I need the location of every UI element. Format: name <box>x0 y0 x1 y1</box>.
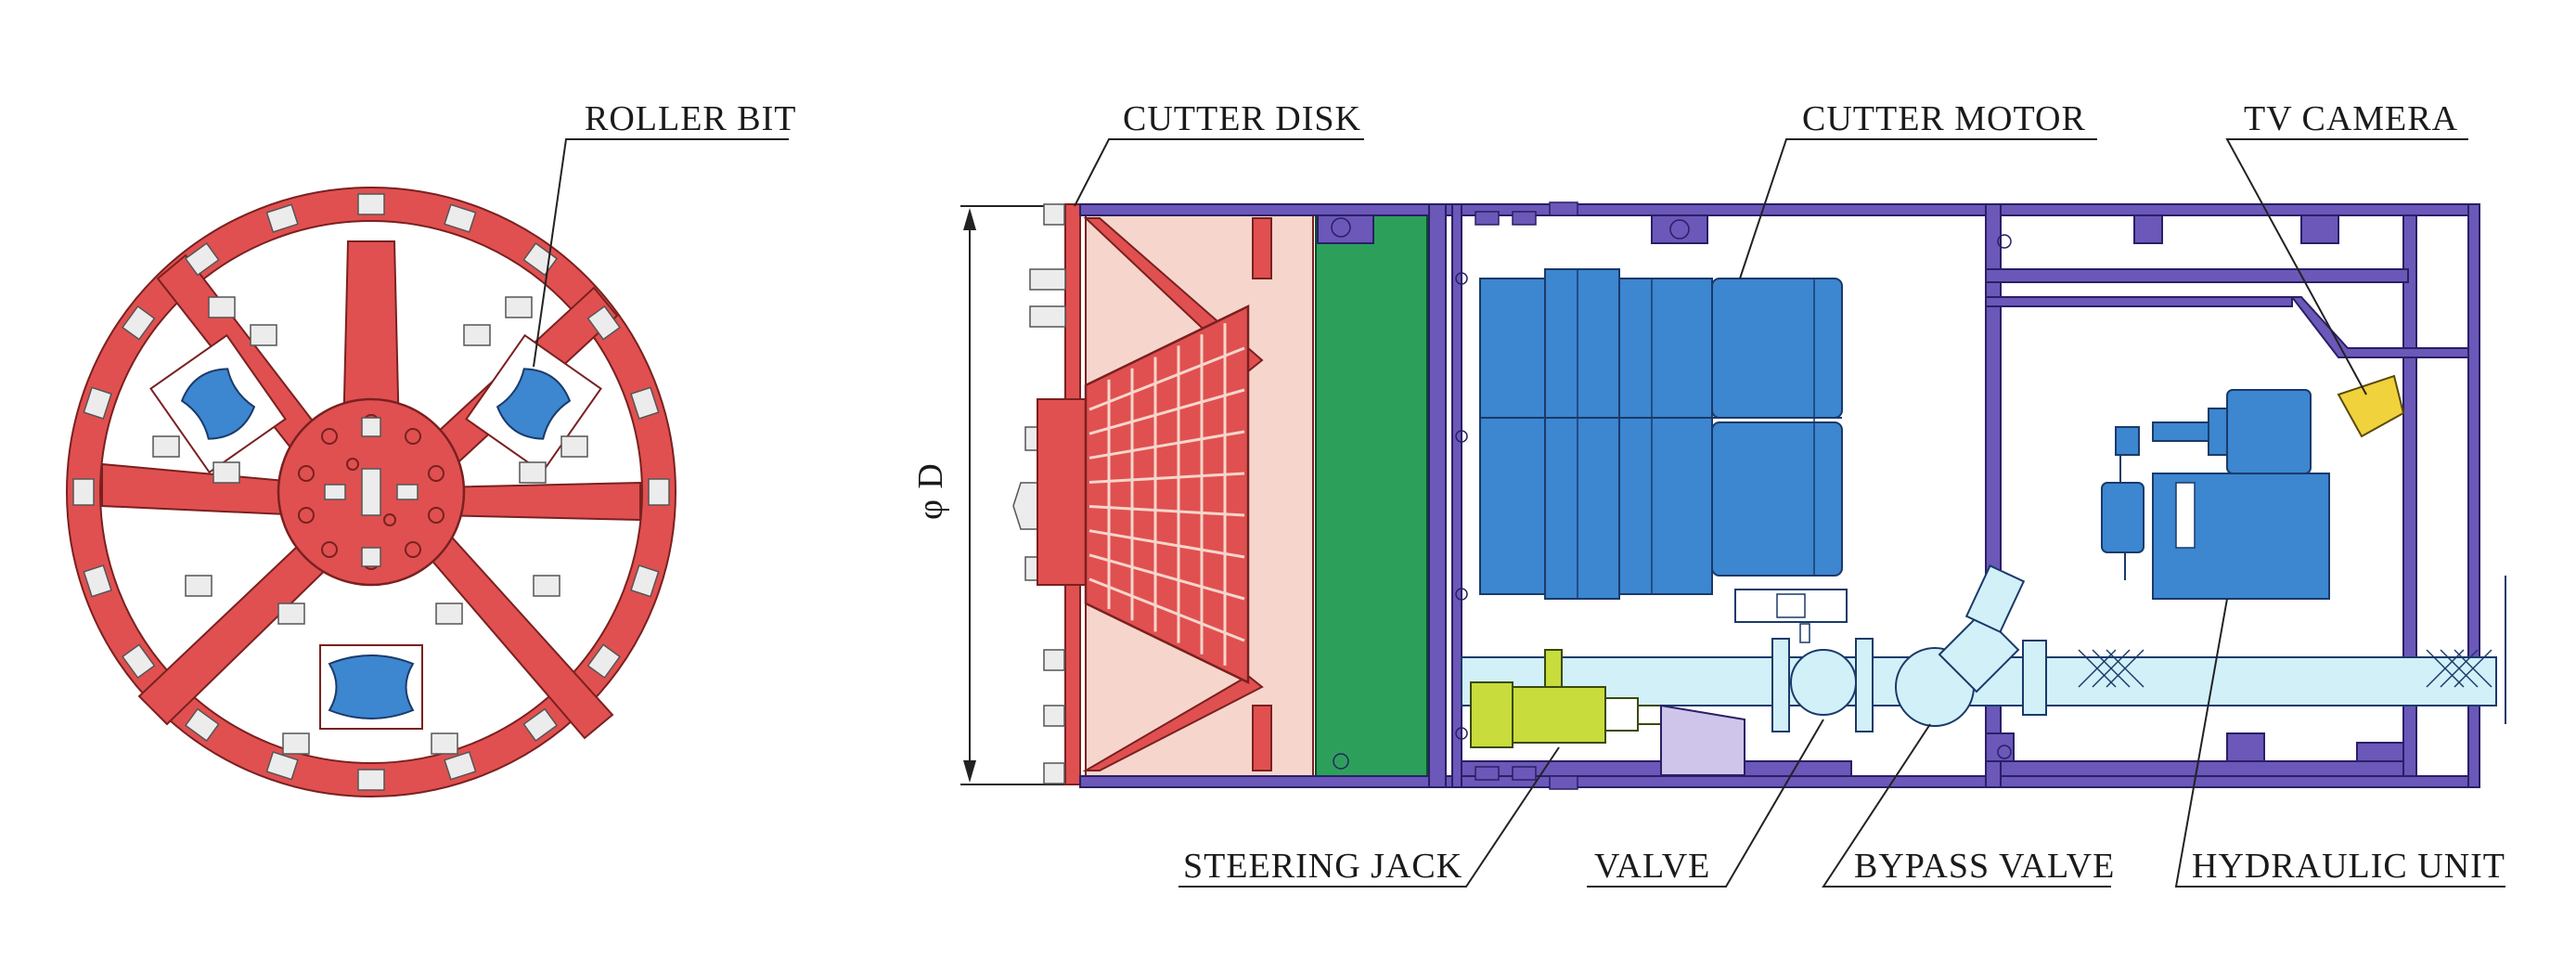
cone-grid-line <box>1088 553 1245 601</box>
label-diameter: φ D <box>911 462 950 520</box>
gauge-bit <box>184 242 220 277</box>
label-steering-jack: STEERING JACK <box>1183 847 1462 886</box>
gauge-bit <box>357 769 385 791</box>
crusher-cone-grid <box>1088 323 1245 666</box>
ring-inner-edge <box>99 220 643 764</box>
gauge-bit <box>357 193 385 215</box>
gauge-bit <box>522 707 559 742</box>
roller-bit-pocket-upper-left <box>149 333 287 474</box>
gauge-bit <box>265 203 299 233</box>
roller-bit-pocket-bottom <box>319 644 423 730</box>
steering-jack-leader-line <box>1457 746 1560 888</box>
gauge-bit <box>184 707 220 742</box>
cutter-head-front-view: ROLLER BIT <box>66 99 796 797</box>
machine-side-section: φ D <box>911 99 2506 888</box>
label-bypass-valve: BYPASS VALVE <box>1854 847 2115 886</box>
bracket <box>2300 214 2339 244</box>
label-roller-bit: ROLLER BIT <box>585 99 796 138</box>
camera-rail <box>1985 296 2293 307</box>
label-tv-camera: TV CAMERA <box>2244 99 2458 138</box>
valve-leader-line <box>1717 719 1824 888</box>
upper-strut-tab <box>1252 217 1272 279</box>
bolt-symbols <box>1331 217 2012 770</box>
rear-lower-rail <box>2000 760 2404 777</box>
tv-camera <box>2337 374 2405 438</box>
shell-bottom <box>1079 775 2478 788</box>
lower-strut <box>1082 674 1264 771</box>
gauge-bit <box>83 386 112 420</box>
roller-bit-pocket-upper-right <box>465 333 602 474</box>
hub-center-bits <box>324 417 419 567</box>
spoke-left <box>101 462 307 517</box>
roller-bit-icon <box>328 654 415 719</box>
gauge-bit <box>630 386 660 420</box>
gauge-bit <box>586 305 621 341</box>
cone-grid-line <box>1088 577 1245 642</box>
gauge-bit <box>444 203 477 233</box>
tv-camera-leader-line <box>2225 138 2367 395</box>
bulkhead <box>1315 214 1428 777</box>
bypass-valve <box>1895 564 2047 727</box>
cone-grid-line <box>1088 430 1245 460</box>
ring-outer-edge <box>66 187 676 797</box>
roller-bit-icon <box>180 368 256 440</box>
seal-marks <box>1475 201 1578 790</box>
cone-grid-line <box>1088 505 1245 517</box>
spoke-cutter-bits <box>152 296 588 755</box>
gauge-bit <box>72 478 95 506</box>
label-hydraulic-unit: HYDRAULIC UNIT <box>2192 847 2505 886</box>
cutter-motor-leader-line <box>1739 138 1796 279</box>
cone-grid-line <box>1088 529 1245 559</box>
gauge-bit <box>648 478 670 506</box>
gauge-bit <box>444 751 477 781</box>
pipe-mesh-icon <box>2078 649 2492 688</box>
bracket <box>2226 732 2265 762</box>
steering-jack <box>1470 649 1745 776</box>
gauge-cutter-bits <box>72 193 670 791</box>
cutter-disk-leader-line <box>1074 138 1118 207</box>
hydraulic-unit-leader-line <box>2174 598 2228 888</box>
label-valve: VALVE <box>1594 847 1710 886</box>
cone-grid-line <box>1088 388 1245 435</box>
gauge-bit <box>122 643 156 680</box>
rear-frame <box>2467 203 2480 788</box>
diameter-dimension: φ D <box>911 205 1067 785</box>
bracket <box>2133 214 2163 244</box>
lower-rail <box>1461 760 1852 777</box>
cutter-motor <box>1479 268 1843 600</box>
bulkhead-plate-2 <box>1451 203 1462 788</box>
roller-bit-leader-line <box>533 138 580 368</box>
cutter-hub-block <box>1037 398 1087 586</box>
valve <box>1734 589 1874 732</box>
hydraulic-unit <box>2101 389 2330 600</box>
gauge-bit <box>83 564 112 598</box>
label-cutter-disk: CUTTER DISK <box>1123 99 1361 138</box>
label-cutter-motor: CUTTER MOTOR <box>1802 99 2086 138</box>
gauge-bit <box>265 751 299 781</box>
gauge-bit <box>630 564 660 598</box>
upper-rail <box>1985 268 2409 283</box>
gauge-bit <box>586 643 621 680</box>
jack-base <box>1660 704 1745 776</box>
lower-strut-tab <box>1252 705 1272 771</box>
cone-grid-line <box>1088 472 1245 484</box>
shell-frame <box>1079 203 2480 788</box>
bypass-valve-leader-line <box>1822 723 1931 888</box>
camera-arm <box>2289 296 2469 358</box>
bulkhead-plate <box>1428 203 1447 788</box>
spoke-right <box>435 481 641 522</box>
roller-bit-icon <box>496 368 572 440</box>
gauge-bit <box>122 305 156 341</box>
cone-grid-line <box>1088 346 1245 411</box>
